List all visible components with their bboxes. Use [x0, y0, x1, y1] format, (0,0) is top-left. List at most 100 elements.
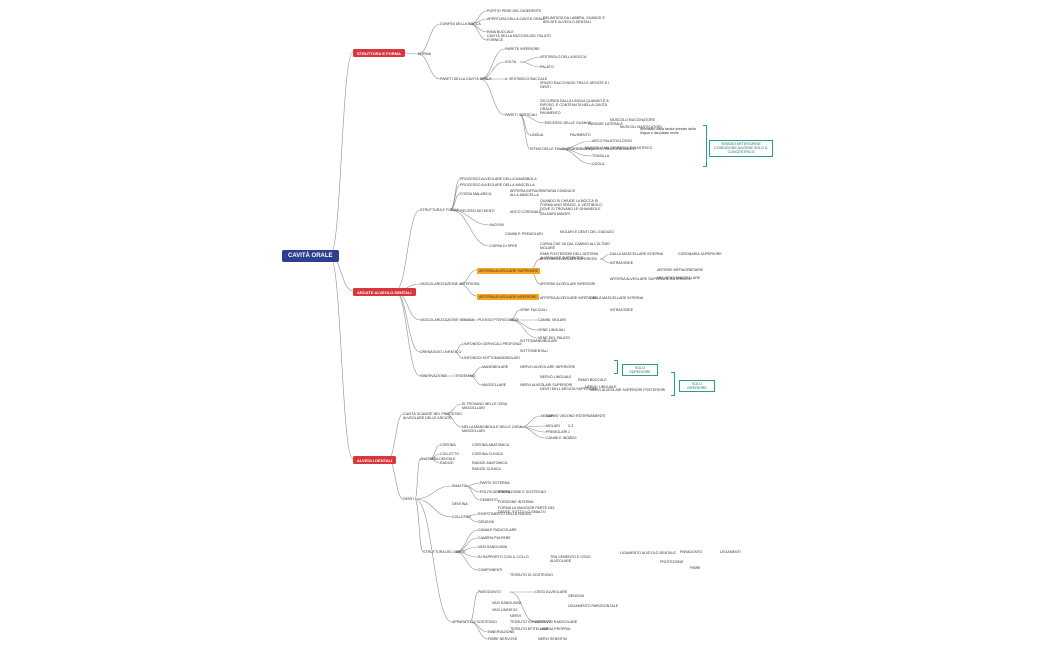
alveoli-node[interactable]: 2-3: [568, 424, 574, 428]
alveoli-node[interactable]: LEGAMENTO PARODONTALE: [568, 604, 619, 608]
alveoli-node[interactable]: CORONA ANATOMICA: [472, 443, 510, 447]
struttura-node[interactable]: PAVIMENTO: [540, 111, 561, 115]
arcate-node[interactable]: ARTERIE ALVEOLARI INFERIORI: [540, 282, 596, 286]
alveoli-node[interactable]: TESSUTO DI SOSTEGNO: [510, 573, 553, 577]
struttura-node[interactable]: DELIMITATA DA LABBRA, GUANCE E ARCATE AL…: [543, 16, 605, 25]
alveoli-node[interactable]: NON SI VEDONO ESTERNAMENTE: [546, 414, 606, 418]
arcate-node[interactable]: ARTERIA ALVEOLARE SUPERIORE ANTERIORE: [610, 277, 692, 281]
struttura-node[interactable]: PALATO: [540, 65, 554, 69]
alveoli-node[interactable]: PORZIONE INTERNA: [498, 500, 534, 504]
arcate-node[interactable]: LINFONODI CERVICALI PROFONDI: [462, 342, 522, 346]
arcate-node[interactable]: INNERVAZIONE: [420, 374, 447, 378]
alveoli-node[interactable]: PREMOLARI: [546, 430, 568, 434]
struttura-node[interactable]: PARETI DELLA CAVITÀ ORALE: [440, 77, 492, 81]
arcate-node[interactable]: MASCELLARE: [482, 383, 507, 387]
arcate-node[interactable]: RAMI POSTERIORI DELL'ARTERIA ALVEOLARE S…: [540, 252, 599, 261]
arcate-node[interactable]: VASCOLARIZZAZIONE ARTERIOSA: [420, 282, 480, 286]
struttura-node[interactable]: MUSCOLO BUCCINATORE: [610, 118, 655, 122]
alveoli-node[interactable]: PROTEZIONE: [660, 560, 684, 564]
alveoli-node[interactable]: DENTINA: [452, 502, 468, 506]
arcate-node[interactable]: ARCO CORONALE: [510, 210, 542, 214]
section-struttura[interactable]: STRUTTURA E FORMA: [353, 49, 405, 57]
alveoli-node[interactable]: MOLARI: [541, 414, 555, 418]
struttura-node[interactable]: FORMA: [418, 52, 431, 56]
section-arcate[interactable]: ARCATE ALVEOLO DENTALI: [353, 288, 416, 296]
alveoli-node[interactable]: FORMA LA MAGGIOR PARTE DEL DENTE, SOTTO …: [498, 506, 555, 515]
alveoli-node[interactable]: LAMINA PROPRIA: [540, 627, 571, 631]
struttura-node[interactable]: TONSILLA: [592, 154, 610, 158]
root-node[interactable]: CAVITÀ ORALE: [282, 250, 339, 262]
struttura-node[interactable]: SPAZIO RACCHIUSO TRA LE ARCATE E I DENTI: [540, 81, 610, 90]
arcate-node[interactable]: INTRAOSSEE: [610, 261, 634, 265]
alveoli-node[interactable]: COMPONENTI: [478, 568, 503, 572]
alveoli-node[interactable]: VASI LINFATICI: [492, 608, 518, 612]
struttura-node[interactable]: PAVIMENTO: [570, 133, 591, 137]
alveoli-node[interactable]: CAVITÀ SCAVATE NEL PROCESSO ALVEOLARE DE…: [403, 412, 462, 421]
alveoli-node[interactable]: CORONA CLINICA: [472, 452, 503, 456]
alveoli-node[interactable]: PARTE ESTERNA: [480, 481, 510, 485]
struttura-node[interactable]: UGOLA: [592, 162, 605, 166]
alveoli-node[interactable]: CAMERA PULPARE: [478, 536, 511, 540]
alveoli-node[interactable]: ANATOMIA DENTALE: [420, 457, 456, 461]
arcate-node[interactable]: PROCESSO ALVEOLARE DELLA MANDIBOLA: [460, 177, 537, 181]
struttura-node[interactable]: MUSCOLI MASTICATORI: [620, 125, 662, 129]
arcate-node[interactable]: CURVA DI SPEE: [490, 244, 518, 248]
alveoli-node[interactable]: RADICE ANATOMICA: [472, 461, 508, 465]
struttura-node[interactable]: CAVITÀ DELLA MUCOSA DEL PALATO: [487, 34, 551, 38]
alveoli-node[interactable]: VASI SANGUIGNI: [492, 601, 522, 605]
alveoli-node[interactable]: CANALE RADICOLARE: [478, 528, 517, 532]
alveoli-node[interactable]: 1: [568, 436, 570, 440]
alveoli-node[interactable]: INNERVAZIONE: [488, 630, 515, 634]
alveoli-node[interactable]: LEGAMENTI: [720, 550, 741, 554]
arcate-node[interactable]: RECESSI DEI DENTI: [460, 209, 495, 213]
alveoli-node[interactable]: TRA CEMENTO E OSSO ALVEOLARE: [550, 555, 591, 564]
alveoli-node[interactable]: MOLARI: [546, 424, 560, 428]
arcate-node[interactable]: CANINI, MOLARI: [538, 318, 566, 322]
struttura-node[interactable]: FARINGE LATERALE: [588, 122, 623, 126]
alveoli-node[interactable]: LIGAMENTO ALVEOLO-DENTALE: [620, 551, 676, 555]
arcate-node[interactable]: PROCESSO ALVEOLARE DELLA MASCELLA: [460, 183, 535, 187]
arcate-node[interactable]: CURVA CHE VA DAL CANINO ALL'ULTIMO MOLAR…: [540, 242, 610, 251]
alveoli-node[interactable]: PROTEZIONE E SOSTEGNO: [498, 490, 547, 494]
alveoli-node[interactable]: GENGIVA: [478, 520, 495, 524]
struttura-node[interactable]: MUSCOLO MILOIOIDEO E DIGASTRICO: [585, 146, 653, 150]
struttura-node[interactable]: APERTURA DELLA CAVITÀ ORALE: [487, 17, 546, 21]
alveoli-node[interactable]: SI TROVANO NELLE OSSA MASCELLARI: [462, 402, 508, 411]
arcate-node[interactable]: TRIGEMINO: [455, 374, 476, 378]
arcate-node[interactable]: STRUTTURA E FORMA: [420, 208, 459, 212]
alveoli-node[interactable]: OSSO ALVEOLARE: [535, 590, 568, 594]
arcate-node[interactable]: DRENAGGIO LINFATICO: [420, 350, 462, 354]
section-alveoli[interactable]: ALVEOLI DENTALI: [353, 456, 397, 464]
struttura-node[interactable]: PARETI VERTICALI: [505, 113, 538, 117]
alveoli-node[interactable]: COLLETTO: [452, 515, 471, 519]
arcate-node[interactable]: NERVI ALVEOLARI SUPERIORI POSTERIORI: [590, 388, 666, 392]
alveoli-node[interactable]: FIBRE NERVOSE: [488, 637, 518, 641]
arcate-node[interactable]: NERVO LINGUALE: [540, 375, 572, 379]
alveoli-node[interactable]: VASI SANGUIGNI: [478, 545, 508, 549]
struttura-node[interactable]: PARETE INFERIORE: [505, 47, 540, 51]
alveoli-node[interactable]: APPARATO DI SOSTEGNO: [452, 620, 497, 624]
arcate-node[interactable]: CORONARIA SUPERIORE: [678, 252, 722, 256]
arcate-node[interactable]: DALLA MASCELLARE INTERNA: [590, 296, 644, 300]
struttura-node[interactable]: ISTMO DELLE FAUCI (POSTERIORE): [530, 147, 593, 151]
arcate-node[interactable]: ARTERIA ALVEOLARE INFERIORE: [540, 296, 598, 300]
alveoli-node[interactable]: CANINI E INCISIVI: [546, 436, 577, 440]
struttura-node[interactable]: FORNICE: [487, 38, 504, 42]
alveoli-node[interactable]: COLLETTO: [440, 452, 459, 456]
arcate-node[interactable]: VENE FACCIALI: [520, 308, 547, 312]
struttura-node[interactable]: IL VESTIBOLO BUCCALE: [505, 77, 548, 81]
struttura-node[interactable]: VESTIBOLO DELLA BOCCA: [540, 55, 587, 59]
arcate-node[interactable]: LINFONODI SOTTOMANDIBOLARI: [462, 356, 520, 360]
struttura-node[interactable]: ARCO PALATOFARINGEO: [592, 147, 636, 151]
arcate-node[interactable]: VASCOLARIZZAZIONE VENOSA: [420, 318, 475, 322]
arcate-node[interactable]: NERVO ALVEOLARE INFERIORE: [520, 365, 576, 369]
alveoli-node[interactable]: DENTI: [403, 497, 414, 501]
arcate-node[interactable]: QUANDO SI CHIUDE LA BOCCA SI FORMA UNO S…: [540, 199, 603, 216]
struttura-node[interactable]: PORTIO PENE DEL DIGERENTE: [487, 9, 542, 13]
alveoli-node[interactable]: RADICE CLINICA: [472, 467, 501, 471]
alveoli-node[interactable]: CEMENTO RADICOLARE: [535, 620, 578, 624]
alveoli-node[interactable]: NELLA MANDIBOLA E NELLE OSSA MASCELLARI: [462, 425, 522, 434]
struttura-node[interactable]: CONFINI DELLA BOCCA: [440, 22, 481, 26]
arcate-node[interactable]: ARTERIE ALVEOLARI SUPERIORI: [540, 257, 597, 261]
arcate-node[interactable]: MOLARI E DENTI DEL GIUDIZIO: [560, 230, 614, 234]
